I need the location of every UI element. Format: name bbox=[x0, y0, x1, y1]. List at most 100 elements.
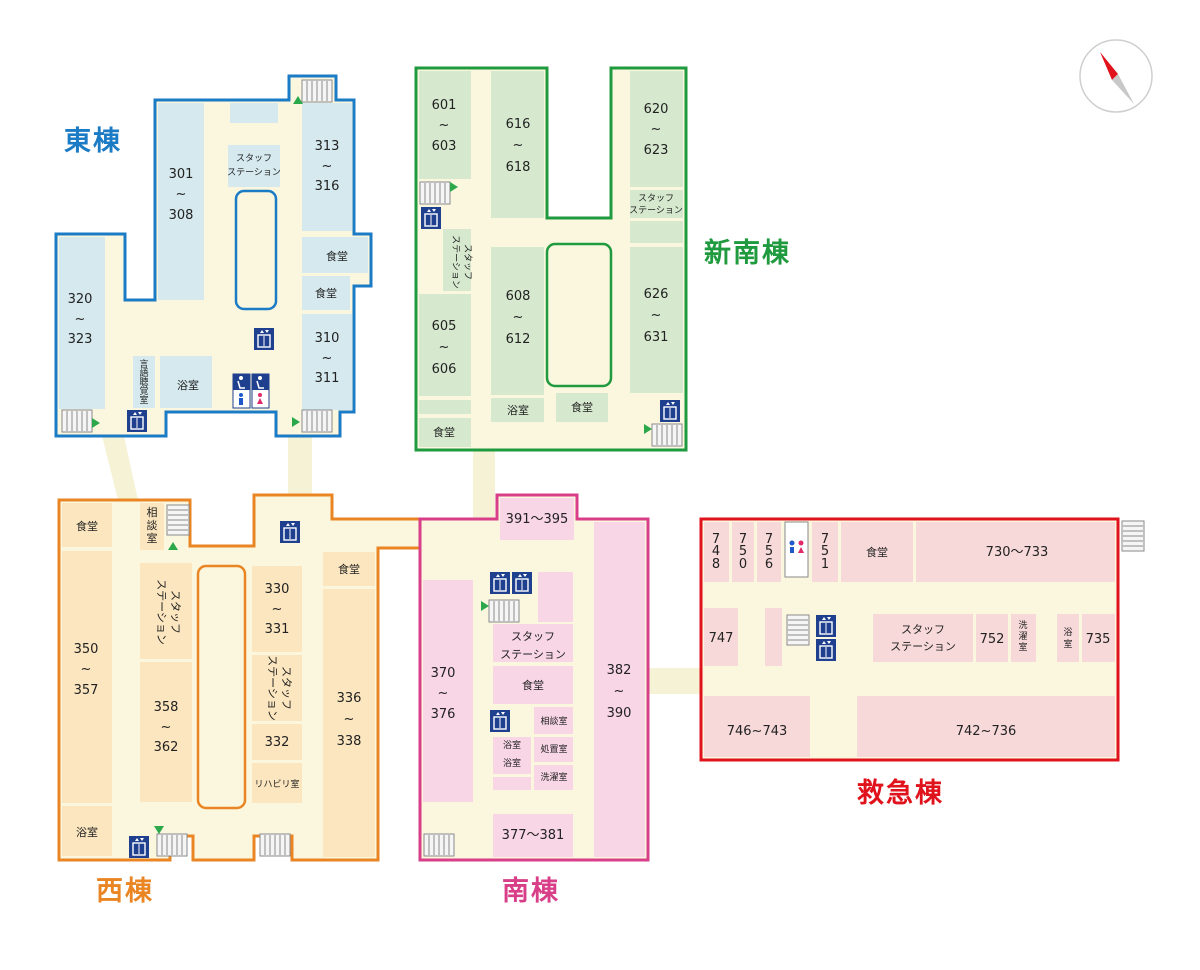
west-elevator-icon bbox=[279, 520, 301, 544]
east-staff-label: スタッフステーション bbox=[227, 153, 281, 178]
emergency-elevator-icon bbox=[815, 614, 837, 638]
east-dining-1 bbox=[302, 237, 368, 273]
west-elevator-icon-2 bbox=[128, 835, 150, 859]
newsouth-bath-label: 浴室 bbox=[507, 403, 529, 417]
east-wing: 301~308 スタッフステーション 313~316 食堂 食堂 310~311… bbox=[54, 74, 373, 438]
room-382-390 bbox=[594, 522, 645, 857]
west-consult-label: 相談室 bbox=[147, 506, 158, 545]
newsouth-wing: 601~603 616~618 620~623 スタッフステーション スタッフス… bbox=[414, 66, 688, 452]
room-605-606-label: 605~606 bbox=[432, 319, 457, 377]
newsouth-elevator-icon bbox=[420, 206, 442, 230]
arrow-right-icon bbox=[292, 417, 300, 427]
room-748 bbox=[704, 522, 729, 582]
room-313-316 bbox=[302, 103, 352, 231]
room-730-733-label: 730～733 bbox=[986, 545, 1049, 560]
room-746-743 bbox=[704, 696, 810, 757]
room-752-label: 752 bbox=[980, 632, 1005, 647]
room-391-395 bbox=[500, 498, 574, 540]
room-370-376 bbox=[423, 580, 473, 802]
room-746-743-label: 746~743 bbox=[727, 724, 788, 739]
west-bath-label: 浴室 bbox=[76, 825, 98, 839]
east-elevator-icon-2 bbox=[126, 409, 148, 433]
connectors bbox=[102, 436, 702, 694]
room-747-label: 747 bbox=[709, 631, 734, 646]
compass-icon bbox=[1079, 39, 1153, 113]
accessible-toilet-icon bbox=[232, 373, 270, 409]
emergency-elevator-icon-2 bbox=[815, 638, 837, 662]
south-bath bbox=[493, 737, 531, 774]
room-742-736-label: 742~736 bbox=[956, 724, 1017, 739]
room-752 bbox=[976, 614, 1008, 662]
room-620-623-label: 620~623 bbox=[644, 102, 669, 158]
room-330-331-label: 330~331 bbox=[265, 582, 290, 637]
room-616-618-label: 616~618 bbox=[506, 117, 531, 175]
room-601-603 bbox=[419, 71, 471, 179]
room-310-311-label: 310~311 bbox=[315, 331, 340, 386]
newsouth-staff-vertical bbox=[443, 229, 471, 291]
east-dining-label-2: 食堂 bbox=[315, 286, 337, 300]
room-735 bbox=[1082, 614, 1115, 662]
west-staff-vertical-2 bbox=[252, 655, 302, 721]
south-consult bbox=[534, 707, 573, 734]
room-626-631 bbox=[630, 247, 683, 393]
emergency-staff-station bbox=[873, 614, 973, 662]
room-301-308-label: 301~308 bbox=[169, 167, 194, 223]
speech-hearing-label: 言語聴覚室 bbox=[139, 358, 148, 406]
south-elevator-icon bbox=[489, 571, 511, 595]
newsouth-elevator-icon-2 bbox=[659, 399, 681, 423]
west-wing: 食堂 350~357 浴室 相談室 スタッフステーション 358~362 330… bbox=[57, 493, 422, 862]
room-751 bbox=[812, 522, 838, 582]
newsouth-dining-2 bbox=[556, 393, 608, 422]
east-dining-2 bbox=[302, 276, 350, 310]
newsouth-staff-station bbox=[630, 190, 683, 218]
west-dining-label: 食堂 bbox=[76, 519, 98, 533]
room-336-338-label: 336~338 bbox=[337, 691, 362, 749]
rehab-room bbox=[252, 763, 302, 803]
room-742-736 bbox=[857, 696, 1115, 757]
arrow-right-icon bbox=[92, 418, 100, 428]
room-332 bbox=[252, 724, 302, 760]
wing-label-emergency: 救急棟 bbox=[857, 777, 944, 809]
emergency-laundry bbox=[1011, 614, 1036, 662]
south-staff-label: スタッフステーション bbox=[500, 630, 566, 661]
room-336-338 bbox=[323, 589, 375, 857]
south-elevator-icon-3 bbox=[489, 709, 511, 733]
newsouth-staff-label: スタッフステーション bbox=[629, 193, 683, 216]
room-747 bbox=[704, 608, 738, 666]
room-608-612-label: 608~612 bbox=[506, 289, 531, 347]
room-616-618 bbox=[491, 71, 544, 218]
room-320-323-label: 320~323 bbox=[68, 292, 93, 347]
south-staff-station bbox=[493, 624, 573, 662]
emergency-bath bbox=[1057, 614, 1079, 662]
emergency-laundry-label: 洗濯室 bbox=[1018, 619, 1027, 653]
newsouth-dining-label-1: 食堂 bbox=[433, 425, 455, 439]
wing-label-south: 南棟 bbox=[502, 876, 560, 907]
room-377-381-label: 377～381 bbox=[502, 828, 565, 843]
room-330-331 bbox=[252, 566, 302, 652]
newsouth-bath bbox=[491, 398, 544, 422]
room-313-316-label: 313~316 bbox=[315, 139, 340, 194]
wing-label-east: 東棟 bbox=[64, 126, 122, 157]
room-320-323 bbox=[59, 237, 105, 409]
east-staff-station bbox=[228, 145, 280, 187]
emergency-staff-label: スタッフステーション bbox=[890, 623, 956, 653]
south-elevator-icon-2 bbox=[511, 571, 533, 595]
room-605-606 bbox=[419, 294, 471, 396]
south-wing: 391～395 382~390 370~376 スタッフステーション 食堂 相談… bbox=[418, 493, 650, 862]
arrow-down-icon bbox=[154, 826, 164, 834]
arrow-right-icon bbox=[481, 601, 489, 611]
room-626-631-label: 626~631 bbox=[644, 287, 669, 345]
room-601-603-label: 601~603 bbox=[432, 98, 457, 154]
room-370-376-label: 370~376 bbox=[431, 666, 456, 722]
room-332-label: 332 bbox=[265, 735, 290, 750]
arrow-right-icon bbox=[450, 182, 458, 192]
newsouth-staff-vertical-label: スタッフステーション bbox=[450, 235, 473, 289]
arrow-right-icon bbox=[644, 424, 652, 434]
room-620-623 bbox=[630, 71, 683, 187]
room-382-390-label: 382~390 bbox=[607, 663, 632, 721]
arrow-up-icon bbox=[293, 96, 303, 104]
